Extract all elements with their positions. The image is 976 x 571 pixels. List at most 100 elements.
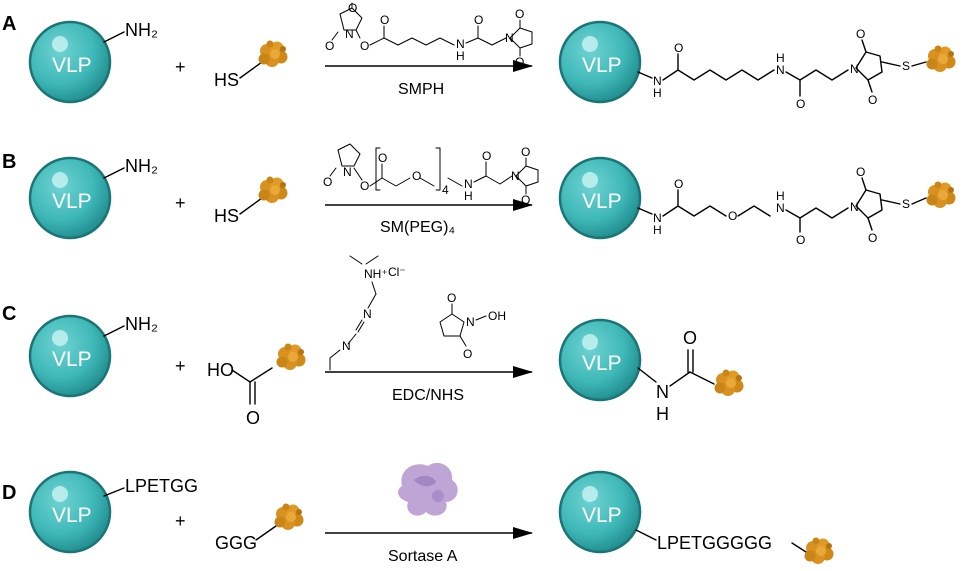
svg-text:O: O <box>728 209 737 223</box>
svg-text:N: N <box>653 211 662 225</box>
svg-text:N: N <box>653 74 662 88</box>
svg-text:N: N <box>466 315 475 329</box>
svg-text:N: N <box>776 201 785 215</box>
svg-text:4: 4 <box>442 183 449 197</box>
svg-text:H: H <box>776 189 785 203</box>
lpetgg-tag: LPETGG <box>125 476 198 496</box>
svg-text:O: O <box>521 145 530 159</box>
protein-icon <box>714 369 744 396</box>
panel-label: B <box>2 151 16 173</box>
svg-text:H: H <box>656 404 669 424</box>
reagent-label: SM(PEG)₄ <box>380 219 455 236</box>
carbonyl-oxygen: O <box>246 408 260 428</box>
svg-text:O: O <box>674 41 683 55</box>
edc-structure: NH⁺ Cl⁻ N N <box>329 255 406 371</box>
svg-text:O: O <box>323 175 332 189</box>
product-vlp: VLP <box>558 156 642 240</box>
product-linker: N H O N H O N O O S <box>637 27 927 111</box>
plus-sign: + <box>175 511 186 531</box>
plus-sign: + <box>175 57 186 77</box>
ggg-reactant: GGG <box>215 533 257 553</box>
smpeg4-structure: N O O O O 4 N H O N O O <box>323 143 539 207</box>
reagent-label: SMPH <box>398 81 444 98</box>
protein-icon <box>926 45 956 72</box>
protein-icon <box>258 176 288 203</box>
svg-text:O: O <box>380 13 389 27</box>
svg-text:O: O <box>325 39 334 53</box>
panel-c: C VLP NH₂ + HO O NH⁺ Cl⁻ N N <box>2 255 744 428</box>
svg-text:O: O <box>447 291 456 305</box>
svg-text:H: H <box>464 189 473 203</box>
svg-text:VLP: VLP <box>582 352 622 375</box>
vlp-particle: VLP <box>28 156 112 240</box>
svg-text:S: S <box>902 59 910 73</box>
plus-sign: + <box>175 193 186 213</box>
svg-text:VLP: VLP <box>52 190 92 213</box>
svg-text:O: O <box>515 55 524 69</box>
svg-text:Cl⁻: Cl⁻ <box>388 265 406 279</box>
svg-text:O: O <box>515 7 524 21</box>
svg-text:O: O <box>796 233 805 247</box>
svg-text:H: H <box>776 51 785 65</box>
svg-text:H: H <box>653 223 662 237</box>
protein-icon <box>276 343 306 370</box>
svg-text:VLP: VLP <box>582 190 622 213</box>
product-linker: N H O O N H O N O O S <box>637 165 927 247</box>
svg-text:N: N <box>505 31 514 45</box>
panel-d: D VLP LPETGG + GGG Sortase A VLP LPETGGG… <box>2 462 834 565</box>
svg-text:O: O <box>868 93 877 107</box>
svg-text:O: O <box>796 97 805 111</box>
thiol-reactant: HS <box>214 206 239 226</box>
ligated-product-sequence: LPETGGGGG <box>657 533 772 553</box>
panel-label: D <box>2 482 16 504</box>
vlp-label: VLP <box>52 54 92 77</box>
svg-text:O: O <box>474 13 483 27</box>
svg-text:N: N <box>850 200 859 214</box>
svg-text:O: O <box>674 177 683 191</box>
svg-text:VLP: VLP <box>52 348 92 371</box>
svg-text:N: N <box>850 62 859 76</box>
svg-text:N: N <box>363 307 372 321</box>
svg-text:N: N <box>776 63 785 77</box>
svg-text:O: O <box>348 1 357 15</box>
svg-text:O: O <box>412 169 421 183</box>
reagent-label: EDC/NHS <box>392 387 464 404</box>
protein-icon <box>804 537 834 564</box>
reagent-label: Sortase A <box>388 548 458 565</box>
carboxyl-reactant: HO <box>207 360 234 380</box>
svg-text:VLP: VLP <box>582 54 622 77</box>
vlp-particle: VLP <box>28 470 112 554</box>
vlp-particle: VLP <box>28 314 112 398</box>
svg-text:S: S <box>902 197 910 211</box>
svg-text:O: O <box>482 149 491 163</box>
product-vlp: VLP <box>558 20 642 104</box>
amine-group: NH₂ <box>125 156 158 176</box>
svg-text:N: N <box>656 382 669 402</box>
panel-a: A VLP NH₂ + HS O N O O O N H O <box>2 1 956 111</box>
plus-sign: + <box>175 356 186 376</box>
vlp-particle: VLP <box>28 20 112 104</box>
svg-text:O: O <box>856 27 865 41</box>
svg-text:VLP: VLP <box>52 504 92 527</box>
nhs-structure: O O N OH <box>439 291 506 361</box>
protein-icon <box>258 40 288 67</box>
product-vlp: VLP <box>558 318 642 402</box>
protein-icon <box>926 181 956 208</box>
svg-text:N: N <box>511 169 520 183</box>
product-vlp: VLP <box>558 470 642 554</box>
svg-text:N: N <box>456 37 465 51</box>
svg-text:H: H <box>456 49 465 63</box>
svg-text:NH⁺: NH⁺ <box>364 267 388 281</box>
sortase-enzyme-icon <box>398 462 458 516</box>
svg-text:O: O <box>856 165 865 179</box>
product-amide: N H O <box>637 328 715 424</box>
panel-b: B VLP NH₂ + HS N O O O O 4 N H <box>2 143 956 247</box>
svg-text:O: O <box>463 347 472 361</box>
svg-text:VLP: VLP <box>582 504 622 527</box>
svg-text:O: O <box>360 39 369 53</box>
svg-text:N: N <box>345 27 354 41</box>
svg-text:N: N <box>343 165 352 179</box>
amine-group: NH₂ <box>125 314 158 334</box>
svg-text:O: O <box>360 179 369 193</box>
svg-text:O: O <box>868 231 877 245</box>
